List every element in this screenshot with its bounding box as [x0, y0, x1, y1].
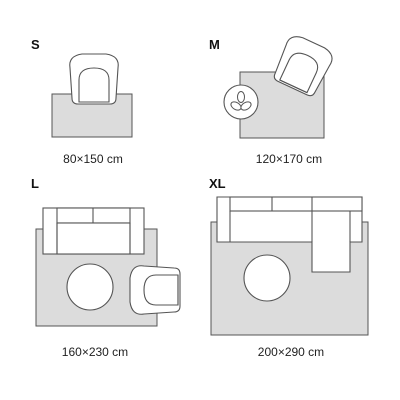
armchair-icon [273, 36, 333, 97]
dimension-label-xl: 200×290 cm [257, 345, 325, 359]
dimension-label-m: 120×170 cm [255, 152, 323, 166]
size-label-m: M [209, 37, 220, 52]
dimension-label-s: 80×150 cm [63, 152, 123, 166]
size-label-xl: XL [209, 176, 226, 191]
rug-l [35, 207, 181, 327]
armchair-icon [129, 265, 181, 315]
dimension-label-l: 160×230 cm [61, 345, 129, 359]
armchair-icon [69, 53, 119, 105]
sofa-icon [216, 196, 363, 273]
size-label-l: L [31, 176, 39, 191]
rug-s-area [51, 93, 133, 138]
sofa-icon [42, 207, 145, 255]
round-table-icon [243, 254, 291, 302]
rug-m [223, 36, 333, 139]
rug-s [51, 53, 133, 138]
plant-icon [223, 84, 259, 120]
round-table-icon [66, 263, 114, 311]
rug-xl [210, 196, 369, 336]
size-label-s: S [31, 37, 40, 52]
